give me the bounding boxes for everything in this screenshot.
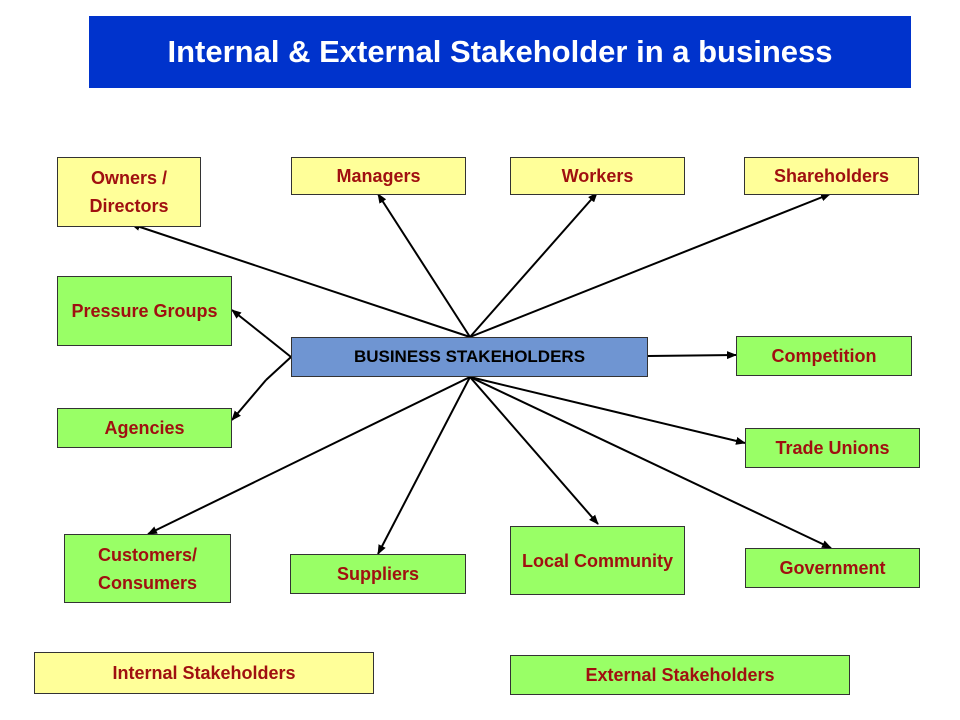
node-suppliers: Suppliers (290, 554, 466, 594)
arrow-to-competition (647, 351, 737, 360)
node-shareholders: Shareholders (744, 157, 919, 195)
node-trade-unions: Trade Unions (745, 428, 920, 468)
node-customers-consumers: Customers/ Consumers (64, 534, 231, 603)
arrow-to-owners (130, 223, 471, 338)
node-managers: Managers (291, 157, 466, 195)
node-pressure-groups: Pressure Groups (57, 276, 232, 346)
arrow-to-trade-unions (469, 376, 746, 445)
arrow-to-agencies (231, 379, 267, 421)
branch-left-lower (265, 356, 292, 381)
branch-left-upper (265, 336, 292, 358)
legend-external-stakeholders: External Stakeholders (510, 655, 850, 695)
node-local-community: Local Community (510, 526, 685, 595)
legend-internal-stakeholders: Internal Stakeholders (34, 652, 374, 694)
arrow-to-local-community (469, 376, 599, 525)
arrow-to-government (469, 376, 832, 549)
node-competition: Competition (736, 336, 912, 376)
node-business-stakeholders: BUSINESS STAKEHOLDERS (291, 337, 648, 377)
node-workers: Workers (510, 157, 685, 195)
arrow-to-customers (147, 376, 471, 535)
arrow-to-managers (377, 193, 471, 338)
arrow-to-workers (469, 192, 598, 338)
arrow-to-suppliers (377, 376, 471, 555)
arrow-to-pressure-groups (231, 309, 267, 338)
node-agencies: Agencies (57, 408, 232, 448)
node-owners-directors: Owners / Directors (57, 157, 201, 227)
node-government: Government (745, 548, 920, 588)
arrow-to-shareholders (469, 193, 831, 338)
page-title: Internal & External Stakeholder in a bus… (89, 16, 911, 88)
